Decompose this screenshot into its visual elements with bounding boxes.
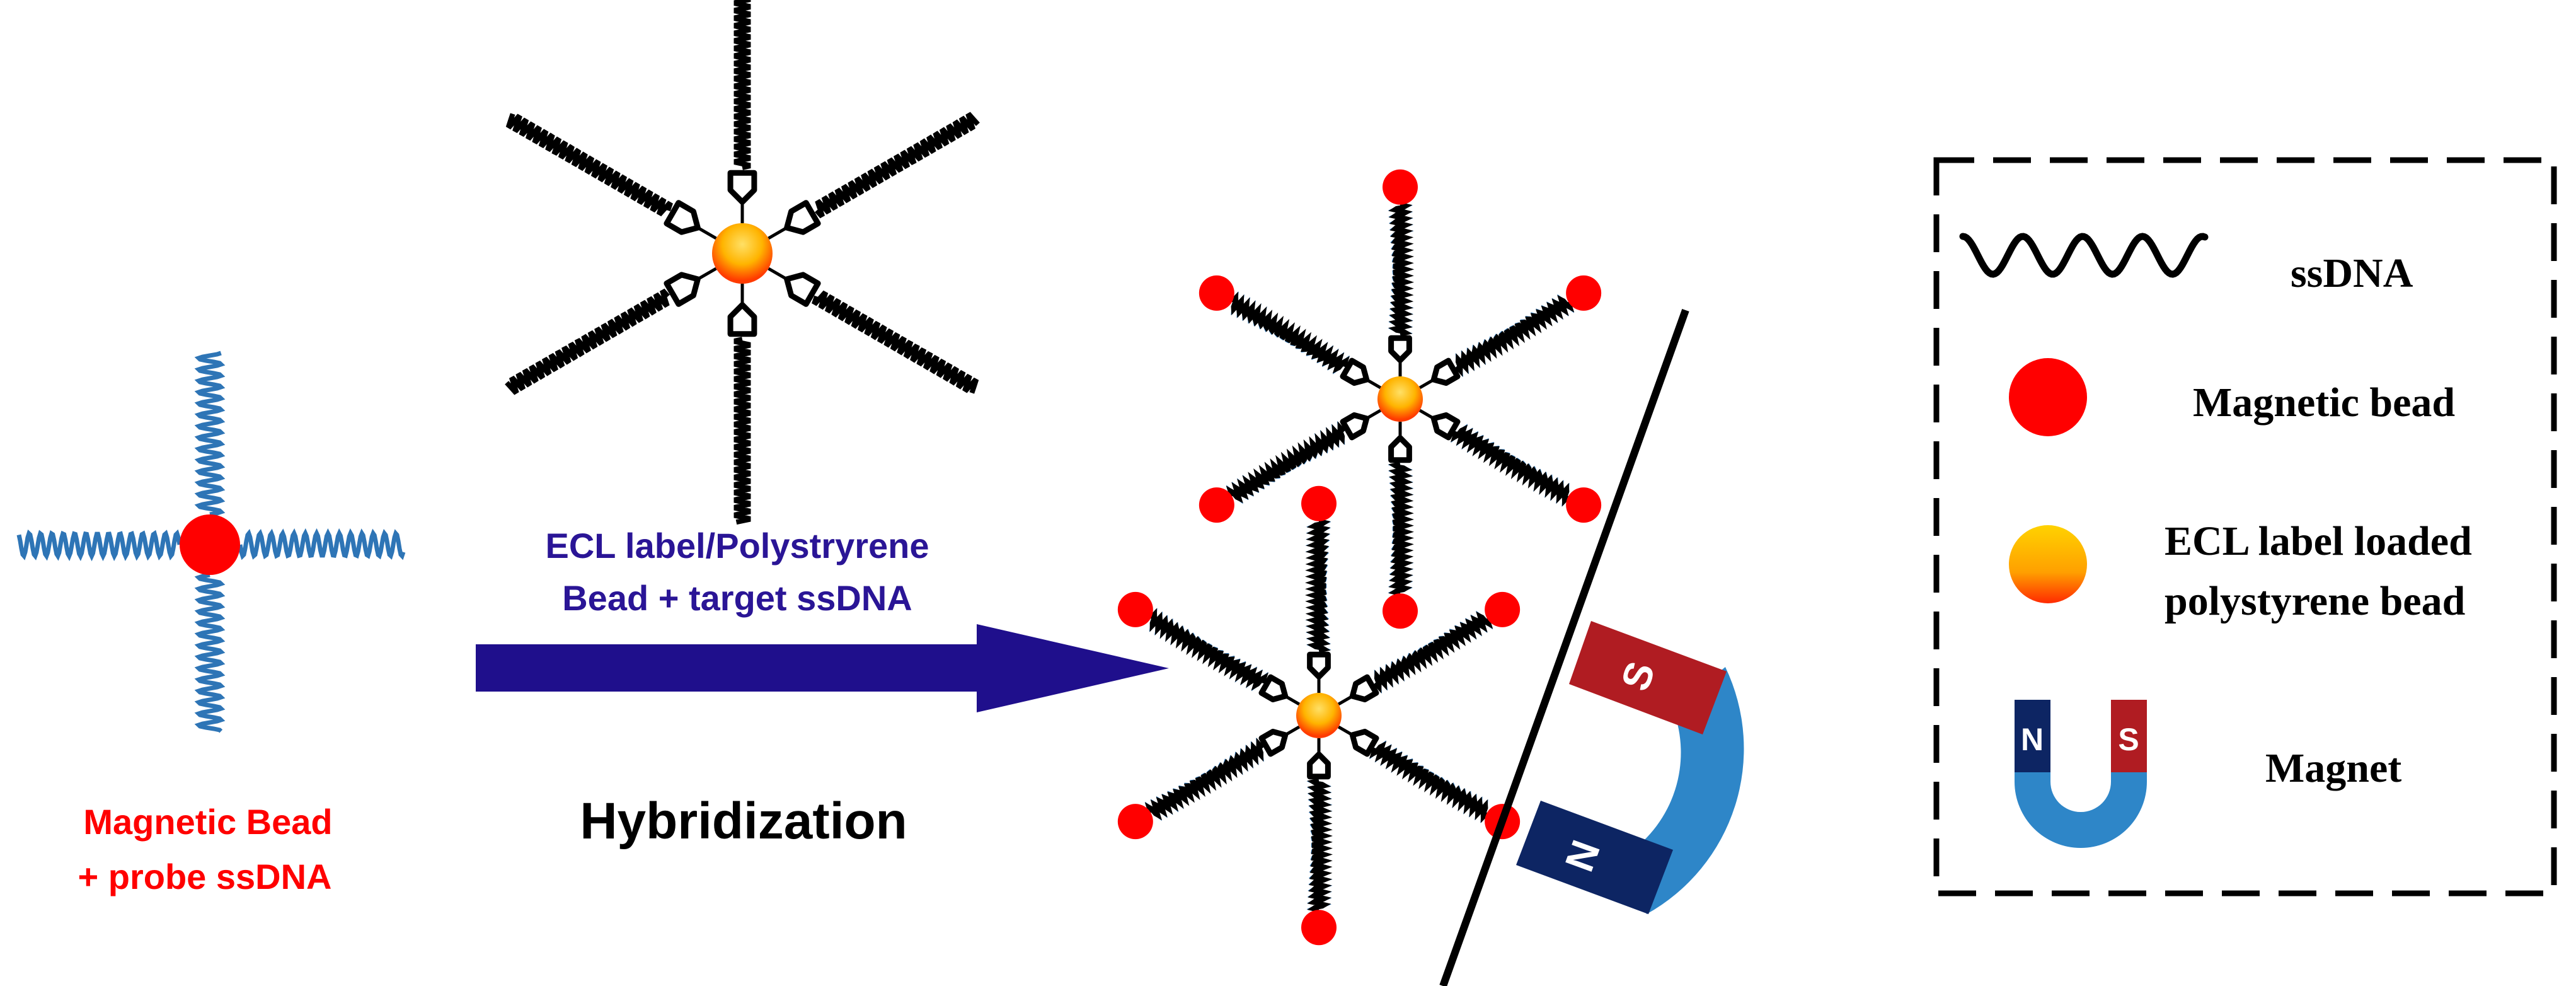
target-ssdna-strand [1149,608,1268,691]
magnetic-bead [1301,485,1337,521]
legend-ecl-bead-icon [2009,525,2087,603]
magnetic-bead [1383,169,1418,205]
ecl-tag [1349,674,1379,702]
target-ssdna-strand [1388,461,1414,596]
ecl-tag [1307,751,1331,780]
legend-magnet-s-label: S [2118,722,2139,757]
target-ssdna-strand [1226,421,1346,503]
target-ssdna-strand [733,0,751,170]
reaction-arrow [476,624,1169,712]
ecl-polystyrene-bead [1377,376,1423,422]
ecl-tag [1340,357,1370,386]
ecl-tag [1307,651,1331,680]
arrow-label-line1: ECL label/Polystryrene [546,526,929,566]
legend: ssDNA Magnetic bead ECL label loaded pol… [1933,157,2557,896]
target-ssdna-strand [505,288,670,395]
probe-ssdna-strand [16,529,182,562]
target-ssdna-strand [1454,295,1575,377]
probe-label-line2: + probe ssDNA [78,857,332,896]
ecl-tag [664,272,701,307]
target-ssdna-strand [1369,741,1489,823]
legend-magnetic-bead-label: Magnetic bead [2193,380,2455,426]
magnetic-bead [180,514,240,575]
ecl-tag [1388,335,1412,363]
probe-ssdna-strand [238,528,406,560]
ecl-tag [727,302,757,337]
arrow-label-line2: Bead + target ssDNA [562,578,912,618]
hybridized-complex-upper [1199,169,1602,629]
linker [768,267,788,281]
probe-ssdna-strand [194,572,226,733]
legend-ecl-label-line1: ECL label loaded [2165,518,2472,564]
linker [697,267,717,281]
ecl-polystyrene-bead [712,223,773,284]
magnetic-bead [1117,804,1153,840]
magnetic-bead [1199,487,1234,523]
legend-magnet-n-label: N [2021,722,2044,757]
magnetic-bead [1566,487,1602,523]
ecl-tag [1349,729,1379,757]
legend-ssdna-icon [1959,233,2209,278]
legend-ecl-label-line2: polystyrene bead [2165,578,2465,624]
legend-magnet-icon: N S [2015,700,2147,848]
probe-ssdna-strand [194,351,226,517]
legend-magnetic-bead-icon [2009,358,2087,436]
ecl-tag [1340,412,1370,441]
target-ssdna-strand [1230,291,1350,374]
linker [697,226,717,240]
magnetic-bead-probe-assembly [16,351,406,733]
magnetic-bead [1383,593,1418,629]
target-ssdna-strand [1451,424,1570,507]
target-ssdna-strand [1373,612,1493,693]
magnet-n-pole [1516,801,1673,914]
magnet-s-pole [1569,621,1727,734]
target-ssdna-strand [1305,518,1331,653]
separator-line [1439,308,1689,986]
magnetic-bead [1301,910,1337,946]
ecl-tag [664,200,701,235]
linker [768,226,788,240]
magnetic-bead [1485,591,1521,627]
ecl-tag [784,200,821,235]
ecl-tag [1430,357,1461,386]
target-ssdna-strand [1144,738,1265,821]
target-ssdna-strand [1307,778,1333,913]
legend-magnet-n-pole [2015,700,2050,772]
magnetic-bead [1566,275,1602,311]
ecl-tag [1388,435,1412,463]
ecl-polystyrene-bead [1296,693,1342,738]
magnetic-bead [1117,591,1153,627]
legend-magnet-body [2015,772,2147,848]
ecl-tag [784,272,821,307]
hybridized-complex-lower [1117,485,1521,946]
probe-label-line1: Magnetic Bead [83,802,332,842]
target-ssdna-strand [812,290,979,394]
legend-magnet-label: Magnet [2265,745,2401,791]
ecl-tag [727,170,757,205]
ecl-tag [1258,729,1289,757]
legend-ssdna-label: ssDNA [2291,250,2413,296]
target-ssdna-strand [733,337,751,525]
magnet-icon: S N [1516,621,1744,914]
legend-border [1933,157,2557,896]
ecl-tag [1258,674,1289,702]
magnetic-bead [1199,275,1234,311]
target-ssdna-strand [1388,202,1415,337]
ecl-bead-target-assembly [505,0,980,525]
ecl-tag [1430,412,1461,441]
hybridization-label: Hybridization [580,792,907,850]
target-ssdna-strand [505,113,673,217]
target-ssdna-strand [814,112,980,219]
legend-magnet-s-pole [2111,700,2147,772]
